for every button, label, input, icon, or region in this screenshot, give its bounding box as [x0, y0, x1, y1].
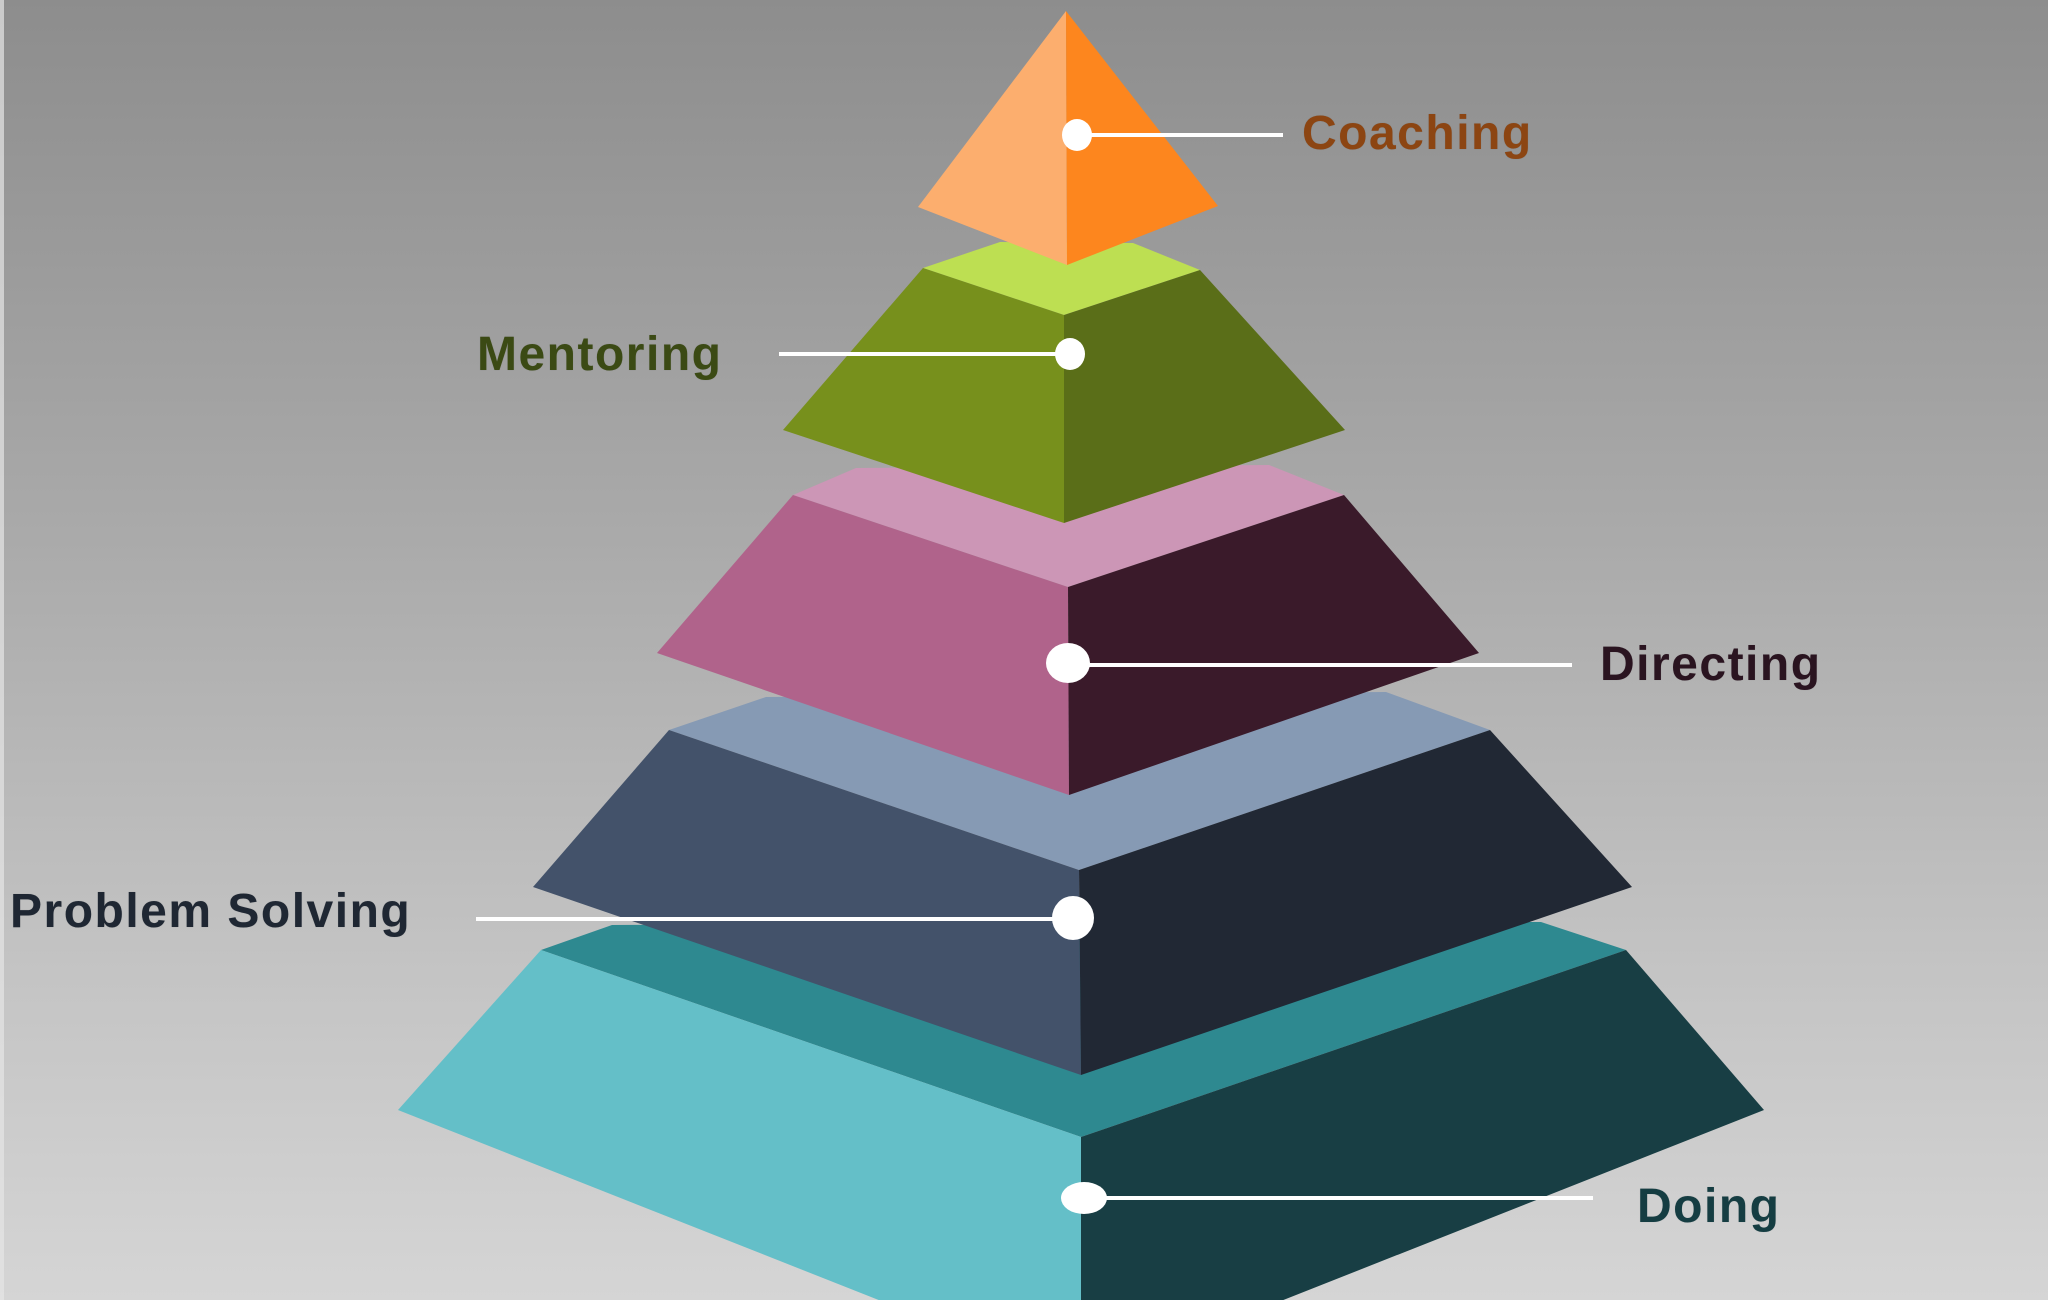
- tier-directing-top-face: [793, 465, 1344, 587]
- label-problem-solving: Problem Solving: [10, 885, 412, 938]
- tier-coaching-right-face: [1066, 11, 1218, 265]
- label-doing: Doing: [1637, 1180, 1781, 1233]
- left-edge-strip: [0, 0, 4, 1300]
- label-coaching: Coaching: [1302, 107, 1533, 160]
- tier-doing-left-face: [398, 950, 1081, 1300]
- connector-mentoring-dot: [1055, 338, 1085, 370]
- connectors: [476, 119, 1593, 1214]
- tier-mentoring-top-face: [923, 242, 1200, 315]
- tier-problem-solving-left-face: [533, 730, 1081, 1075]
- tier-mentoring-right-face: [1064, 270, 1345, 523]
- tier-directing-left-face: [657, 495, 1069, 795]
- connector-doing-dot: [1061, 1182, 1107, 1214]
- tier-coaching: [918, 11, 1218, 265]
- tier-mentoring-left-face: [783, 268, 1064, 523]
- tier-doing-right-face: [1081, 950, 1764, 1300]
- label-mentoring: Mentoring: [477, 328, 723, 381]
- tier-directing: [657, 465, 1479, 795]
- connector-coaching-dot: [1062, 119, 1092, 151]
- tier-mentoring: [783, 242, 1345, 523]
- connector-problem-solving-dot: [1052, 896, 1094, 940]
- connector-directing-dot: [1046, 643, 1090, 683]
- label-directing: Directing: [1600, 638, 1822, 691]
- tier-problem-solving-right-face: [1079, 730, 1632, 1075]
- tier-directing-right-face: [1068, 495, 1479, 795]
- tier-coaching-left-face: [918, 11, 1067, 265]
